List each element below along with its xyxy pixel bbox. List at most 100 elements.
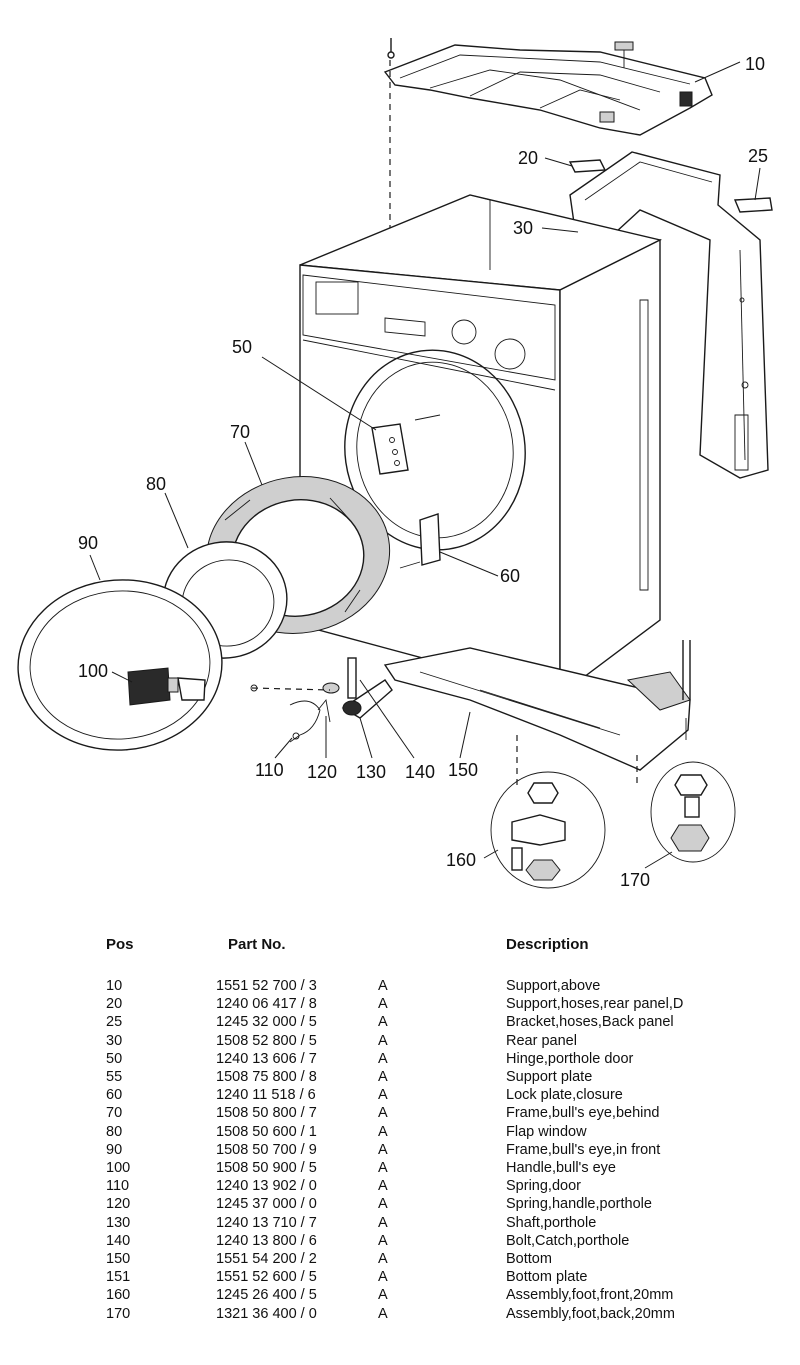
part-frame-front (17, 579, 223, 751)
cell-part-no: 1321 36 400 / 0 (216, 1305, 317, 1322)
cell-description: Bottom (506, 1251, 552, 1267)
callout-80: 80 (146, 474, 166, 494)
cell-description: Frame,bull's eye,behind (506, 1105, 660, 1122)
table-row: 80 1508 50 600 / 1 A Flap window (0, 1123, 800, 1141)
cell-part-no: 1240 13 800 / 6 (216, 1232, 317, 1249)
callout-150: 150 (448, 760, 478, 780)
cell-description: Bolt,Catch,porthole (506, 1232, 630, 1249)
callout-30: 30 (513, 218, 533, 238)
cell-pos: 25 (106, 1014, 123, 1031)
cell-pos: 20 (106, 996, 123, 1013)
cell-part-no: 1508 50 600 / 1 (216, 1123, 317, 1140)
cell-pos: 10 (106, 978, 123, 994)
cell-code: A (378, 1196, 388, 1213)
cell-pos: 170 (106, 1305, 131, 1322)
cell-description: Support plate (506, 1069, 593, 1085)
cell-pos: 150 (106, 1251, 131, 1267)
part-lock-plate (399, 513, 441, 569)
header-pos: Pos (106, 936, 134, 953)
part-support-above (383, 41, 713, 136)
cell-part-no: 1240 11 518 / 6 (216, 1087, 316, 1104)
cell-pos: 80 (106, 1123, 123, 1140)
part-handle (127, 667, 179, 706)
cell-code: A (378, 1251, 388, 1267)
callout-100: 100 (78, 661, 108, 681)
cell-description: Spring,handle,porthole (506, 1196, 652, 1213)
cabinet-body (299, 194, 663, 697)
cell-part-no: 1240 06 417 / 8 (216, 996, 317, 1013)
cell-code: A (378, 1069, 388, 1085)
part-support-hoses (568, 159, 607, 173)
callout-140: 140 (405, 762, 435, 782)
part-foot-back (650, 761, 736, 863)
cell-code: A (378, 1050, 388, 1067)
callout-60: 60 (500, 566, 520, 586)
cell-part-no: 1508 50 700 / 9 (216, 1141, 317, 1158)
part-foot-front (490, 771, 606, 889)
header-part-no: Part No. (228, 936, 286, 953)
cell-pos: 130 (106, 1214, 131, 1231)
cell-description: Shaft,porthole (506, 1214, 597, 1231)
callout-110: 110 (255, 760, 284, 780)
cell-code: A (378, 1287, 388, 1304)
cell-part-no: 1245 32 000 / 5 (216, 1014, 317, 1031)
cell-description: Support,hoses,rear panel,D (506, 996, 684, 1013)
cell-description: Frame,bull's eye,in front (506, 1141, 661, 1158)
part-rear-panel (569, 151, 769, 479)
part-bracket-hoses (733, 197, 773, 213)
part-bottom (383, 640, 691, 790)
cell-pos: 160 (106, 1287, 131, 1304)
table-row: 55 1508 75 800 / 8 A Support plate (0, 1068, 800, 1086)
callout-25: 25 (748, 146, 768, 166)
cell-code: A (378, 1123, 388, 1140)
cell-code: A (378, 1232, 388, 1249)
cell-code: A (378, 1269, 388, 1286)
cell-code: A (378, 1178, 388, 1195)
cell-part-no: 1551 54 200 / 2 (216, 1251, 317, 1267)
cell-description: Assembly,foot,front,20mm (506, 1287, 674, 1304)
cell-part-no: 1551 52 600 / 5 (216, 1269, 317, 1286)
cell-part-no: 1240 13 902 / 0 (216, 1178, 317, 1195)
cell-description: Flap window (506, 1123, 587, 1140)
cell-code: A (378, 1305, 388, 1322)
cell-part-no: 1508 50 800 / 7 (216, 1105, 317, 1122)
table-row: 150 1551 54 200 / 2 A Bottom (0, 1250, 800, 1268)
cell-pos: 50 (106, 1050, 123, 1067)
cell-pos: 140 (106, 1232, 131, 1249)
cell-part-no: 1240 13 606 / 7 (216, 1050, 317, 1067)
cell-code: A (378, 1032, 388, 1049)
part-spring-handle (317, 682, 340, 723)
cell-code: A (378, 1087, 388, 1104)
cell-description: Assembly,foot,back,20mm (506, 1305, 675, 1322)
cell-pos: 120 (106, 1196, 131, 1213)
cell-description: Bottom plate (506, 1269, 588, 1286)
callout-70: 70 (230, 422, 250, 442)
cell-part-no: 1245 26 400 / 5 (216, 1287, 317, 1304)
cell-pos: 30 (106, 1032, 123, 1049)
cell-pos: 60 (106, 1087, 123, 1104)
cell-description: Handle,bull's eye (506, 1160, 616, 1176)
callout-120: 120 (307, 762, 337, 782)
callout-10: 10 (745, 54, 765, 74)
cell-part-no: 1551 52 700 / 3 (216, 978, 317, 994)
part-spring-door (289, 700, 321, 743)
cell-description: Hinge,porthole door (506, 1050, 634, 1067)
part-shaft (341, 679, 393, 719)
table-row: 50 1240 13 606 / 7 A Hinge,porthole door (0, 1050, 800, 1068)
cell-pos: 55 (106, 1069, 123, 1085)
cell-part-no: 1508 52 800 / 5 (216, 1032, 317, 1049)
screw-top (387, 38, 395, 230)
cell-code: A (378, 1160, 388, 1176)
cell-part-no: 1240 13 710 / 7 (216, 1214, 317, 1231)
cell-part-no: 1508 75 800 / 8 (216, 1069, 317, 1085)
cell-pos: 90 (106, 1141, 123, 1158)
